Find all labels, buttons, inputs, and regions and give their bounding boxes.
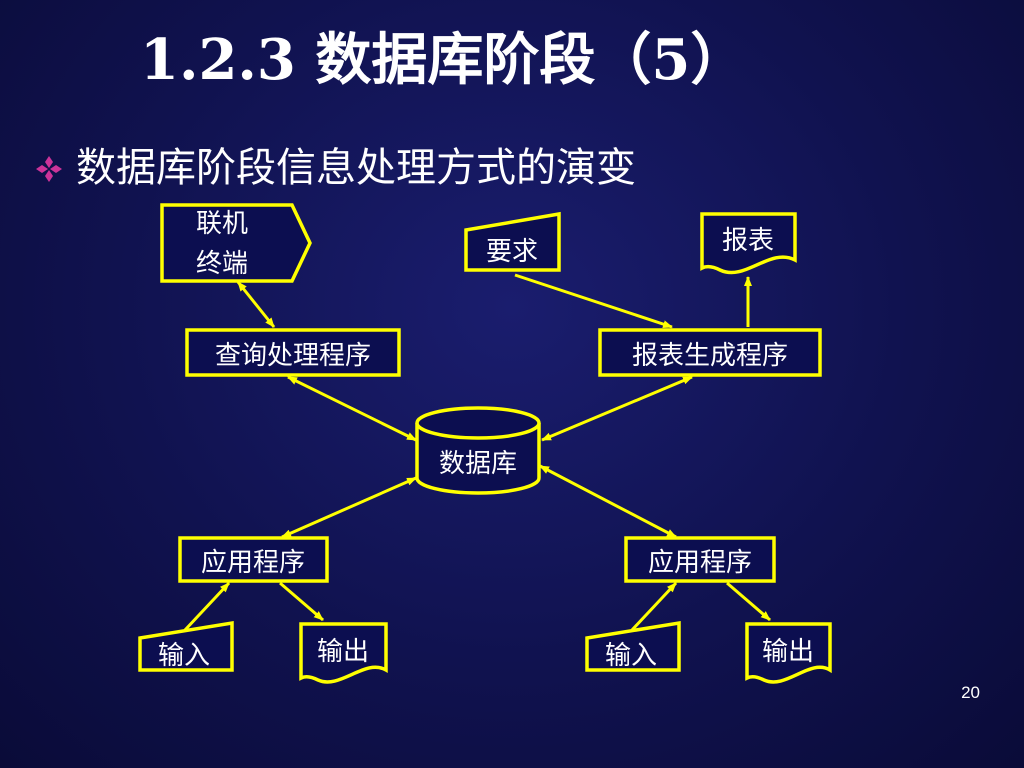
app-left-label: 应用程序 [201,548,305,578]
request-label: 要求 [486,237,538,267]
input-left-node: 输入 [138,620,234,672]
bullet-text: 数据库阶段信息处理方式的演变 [76,145,636,191]
arrow-database-app-left [281,476,417,539]
terminal-label-line2: 终端 [196,249,248,279]
terminal-node: 联机 终端 [160,203,312,283]
input-right-label: 输入 [605,641,657,671]
arrow-database-app-right [539,464,677,539]
output-right-label: 输出 [762,637,814,667]
arrow-input-left-app [183,581,231,632]
slide-title: 1.2.3 数据库阶段（5） [140,27,747,93]
four-diamond-icon [36,156,62,182]
database-node: 数据库 [415,406,541,495]
request-node: 要求 [464,211,561,272]
arrow-app-output-left [279,581,324,622]
arrow-report-program-database [541,375,693,442]
database-label: 数据库 [439,449,517,479]
query-program-node: 查询处理程序 [185,328,401,377]
arrow-request-report-program [514,273,673,329]
arrow-terminal-query [236,281,276,328]
page-number: 20 [961,683,980,702]
app-right-node: 应用程序 [624,536,776,583]
input-right-node: 输入 [585,620,681,672]
arrow-app-output-right [726,581,771,622]
arrow-input-right-app [630,581,678,632]
query-program-label: 查询处理程序 [215,341,371,371]
report-program-node: 报表生成程序 [598,328,822,377]
arrow-query-database [287,375,417,442]
report-node: 报表 [700,212,797,275]
report-program-label: 报表生成程序 [632,341,788,371]
terminal-label-line1: 联机 [196,209,248,239]
output-left-label: 输出 [317,637,369,667]
app-left-node: 应用程序 [178,536,329,583]
output-left-node: 输出 [299,622,388,684]
output-right-node: 输出 [745,622,832,684]
app-right-label: 应用程序 [648,548,752,578]
input-left-label: 输入 [158,641,210,671]
report-label: 报表 [722,226,774,256]
